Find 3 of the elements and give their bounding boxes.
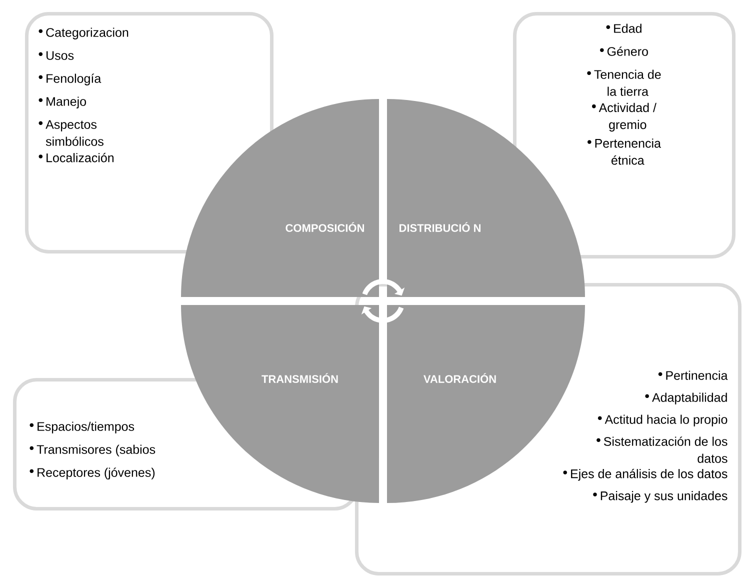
pie-segment: COMPOSICIÓN: [181, 99, 379, 297]
pie-segment: TRANSMISIÓN: [181, 305, 379, 503]
pie-segment: DISTRIBUCIÓ N: [387, 99, 585, 297]
